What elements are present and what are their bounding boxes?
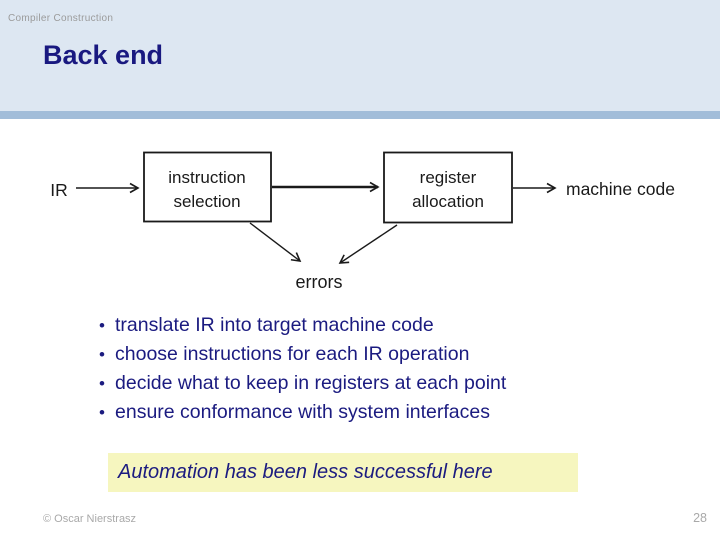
bullet-text: choose instructions for each IR operatio… bbox=[115, 343, 470, 365]
backend-pipeline-diagram: IR instruction selection register alloca… bbox=[50, 151, 675, 292]
instruction-selection-label-line1: instruction bbox=[168, 168, 245, 187]
page-number: 28 bbox=[693, 511, 707, 525]
bullet-icon: • bbox=[99, 403, 105, 422]
list-item: • decide what to keep in registers at ea… bbox=[99, 369, 659, 398]
bullet-icon: • bbox=[99, 345, 105, 364]
highlight-note-text: Automation has been less successful here bbox=[118, 461, 493, 483]
bullet-list: • translate IR into target machine code … bbox=[99, 311, 659, 427]
arrow-register-allocation-to-errors bbox=[338, 224, 398, 264]
bullet-text: ensure conformance with system interface… bbox=[115, 401, 490, 423]
register-allocation-box bbox=[383, 151, 513, 224]
instruction-selection-box bbox=[143, 151, 272, 223]
header-divider-bar bbox=[0, 111, 720, 119]
bullet-icon: • bbox=[99, 316, 105, 335]
list-item: • choose instructions for each IR operat… bbox=[99, 340, 659, 369]
course-label: Compiler Construction bbox=[8, 13, 114, 24]
footer-copyright: © Oscar Nierstrasz bbox=[43, 513, 137, 525]
register-allocation-label-line1: register bbox=[420, 168, 477, 187]
bullet-text: decide what to keep in registers at each… bbox=[115, 372, 507, 394]
highlight-note: Automation has been less successful here bbox=[108, 453, 578, 492]
page-title: Back end bbox=[43, 40, 164, 70]
slide-header: Compiler Construction Back end bbox=[0, 0, 720, 111]
list-item: • translate IR into target machine code bbox=[99, 311, 659, 340]
bullet-icon: • bbox=[99, 374, 105, 393]
errors-label: errors bbox=[295, 272, 342, 292]
ir-label: IR bbox=[50, 180, 68, 200]
list-item: • ensure conformance with system interfa… bbox=[99, 398, 659, 427]
machine-code-label: machine code bbox=[566, 179, 675, 199]
arrow-instruction-selection-to-errors bbox=[249, 222, 302, 262]
bullet-text: translate IR into target machine code bbox=[115, 314, 434, 336]
instruction-selection-label-line2: selection bbox=[173, 192, 240, 211]
register-allocation-label-line2: allocation bbox=[412, 192, 484, 211]
